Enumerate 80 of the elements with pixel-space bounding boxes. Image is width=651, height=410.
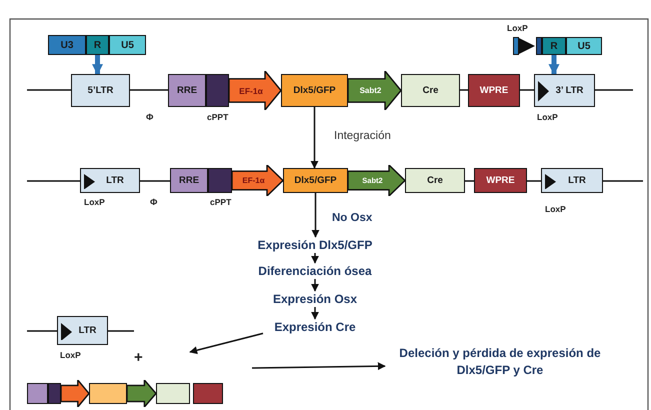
element-caption: LoxP bbox=[60, 350, 81, 360]
vector-element-box bbox=[193, 383, 223, 404]
arrow bbox=[311, 253, 319, 264]
bar-segment bbox=[513, 37, 519, 55]
vector-element-box bbox=[48, 35, 86, 55]
box-label: Dlx5/GFP bbox=[293, 85, 336, 96]
vector-element-box bbox=[542, 37, 566, 55]
arrow bbox=[311, 279, 319, 292]
box-label: U5 bbox=[578, 40, 590, 52]
vector-element-box bbox=[48, 383, 61, 404]
element-caption: LoxP bbox=[537, 112, 558, 122]
vector-element-box bbox=[405, 168, 465, 193]
gene-element bbox=[61, 380, 89, 407]
bar-segment bbox=[536, 37, 542, 55]
vector-element-box bbox=[109, 35, 146, 55]
box-label: U5 bbox=[121, 40, 134, 50]
ltr-box bbox=[534, 74, 595, 107]
vector-element-box bbox=[156, 383, 190, 404]
element-caption: LoxP bbox=[507, 23, 528, 33]
plus-sign: + bbox=[134, 349, 143, 366]
box-label: R bbox=[550, 40, 558, 52]
promoter-element bbox=[232, 165, 283, 196]
arrow bbox=[312, 193, 320, 238]
vector-element-box bbox=[281, 74, 348, 107]
promoter-element bbox=[229, 71, 281, 110]
arrow bbox=[311, 307, 319, 320]
flow-step-text: Expresión Dlx5/GFP bbox=[250, 237, 380, 253]
box-label: R bbox=[94, 40, 102, 50]
box-label: U3 bbox=[60, 40, 74, 50]
flow-step-text: Diferenciación ósea bbox=[250, 263, 380, 279]
arrow bbox=[548, 55, 560, 76]
box-label: RRE bbox=[178, 175, 200, 186]
box-label: WPRE bbox=[486, 175, 515, 186]
result-text: Deleción y pérdida de expresión de Dlx5/GFP y Cre bbox=[385, 345, 615, 379]
box-label: RRE bbox=[176, 85, 198, 96]
promoter-element bbox=[348, 71, 401, 110]
box-label: Dlx5/GFP bbox=[294, 175, 337, 186]
arrow bbox=[92, 55, 103, 76]
vector-element-box bbox=[89, 383, 127, 404]
box-label: LTR bbox=[78, 325, 96, 336]
vector-element-box bbox=[566, 37, 602, 55]
edge-label: Integración bbox=[332, 130, 393, 142]
psi-label: Φ bbox=[146, 112, 154, 122]
box-label: Sabt2 bbox=[360, 86, 382, 95]
ltr-box bbox=[80, 168, 140, 193]
ltr-box bbox=[57, 316, 108, 345]
vector-element-box bbox=[474, 168, 527, 193]
promoter-element bbox=[348, 165, 405, 196]
psi-label: Φ bbox=[150, 197, 158, 207]
vector-element-box bbox=[168, 74, 206, 107]
element-caption: cPPT bbox=[207, 112, 228, 122]
box-label: WPRE bbox=[480, 85, 508, 96]
vector-element-box bbox=[206, 74, 229, 107]
vector-element-box bbox=[27, 383, 48, 404]
element-caption: cPPT bbox=[210, 197, 232, 207]
vector-element-box bbox=[283, 168, 348, 193]
vector-element-box bbox=[208, 168, 232, 193]
flow-step-text: Expresión Osx bbox=[265, 291, 365, 307]
vector-element-box bbox=[401, 74, 460, 107]
vector-element-box bbox=[170, 168, 208, 193]
arrow bbox=[310, 107, 318, 169]
ltr-box bbox=[541, 168, 603, 193]
box-label: EF-1α bbox=[239, 86, 263, 96]
box-label: Cre bbox=[422, 85, 438, 96]
box-label: LTR bbox=[568, 175, 586, 186]
element-caption: LoxP bbox=[84, 197, 105, 207]
vector-element-box bbox=[86, 35, 109, 55]
box-label: Cre bbox=[427, 175, 443, 186]
element-caption: LoxP bbox=[545, 204, 566, 214]
box-label: LTR bbox=[106, 175, 124, 186]
vector-element-box bbox=[468, 74, 520, 107]
box-label: 5’LTR bbox=[88, 85, 114, 96]
flow-step-text: Expresión Cre bbox=[263, 319, 367, 335]
vector-element-box bbox=[71, 74, 130, 107]
gene-element bbox=[127, 380, 156, 407]
box-label: EF-1α bbox=[242, 176, 265, 185]
arrow bbox=[189, 332, 264, 354]
edge-label: No Osx bbox=[330, 212, 374, 224]
arrow bbox=[252, 362, 386, 370]
box-label: 3’ LTR bbox=[556, 85, 584, 96]
